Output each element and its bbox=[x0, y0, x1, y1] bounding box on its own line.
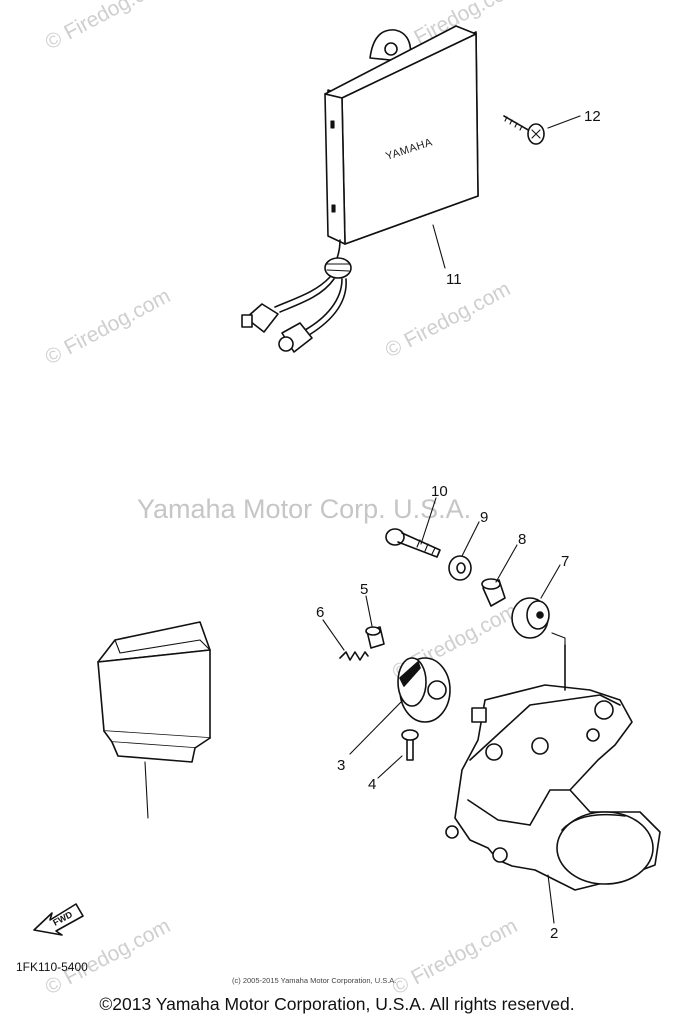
screw-12 bbox=[503, 115, 545, 145]
label-part-10: 10 bbox=[431, 483, 448, 500]
washer-9 bbox=[448, 555, 472, 581]
pin-5 bbox=[365, 626, 385, 649]
watermark-firedog: © Firedog.com bbox=[42, 284, 175, 369]
part-labels: 11 12 10 9 8 7 5 6 3 4 2 bbox=[316, 108, 601, 942]
label-part-3: 3 bbox=[337, 757, 345, 774]
part-code: 1FK110-5400 bbox=[16, 960, 88, 974]
label-part-2: 2 bbox=[550, 925, 558, 942]
rotor-3 bbox=[397, 657, 451, 723]
pickup-housing-2 bbox=[445, 632, 661, 891]
spring-6 bbox=[339, 651, 369, 661]
label-part-7: 7 bbox=[561, 553, 569, 570]
label-part-11: 11 bbox=[446, 271, 462, 288]
screw-4 bbox=[401, 729, 419, 761]
footer-copyright: ©2013 Yamaha Motor Corporation, U.S.A. A… bbox=[99, 994, 575, 1014]
watermark-firedog: © Firedog.com bbox=[42, 0, 175, 54]
small-copyright: (c) 2005-2015 Yamaha Motor Corporation, … bbox=[232, 976, 396, 985]
bolt-10 bbox=[385, 528, 441, 558]
collar-8 bbox=[481, 578, 506, 607]
watermark-firedog: © Firedog.com bbox=[382, 277, 515, 362]
label-part-8: 8 bbox=[518, 531, 526, 548]
grommet-7 bbox=[511, 597, 550, 639]
leader-lines bbox=[144, 115, 581, 924]
label-part-9: 9 bbox=[480, 509, 488, 526]
label-part-6: 6 bbox=[316, 604, 324, 621]
fwd-arrow: FWD bbox=[33, 903, 84, 936]
relay-block bbox=[97, 621, 211, 763]
watermark-firedog: © Firedog.com bbox=[389, 914, 522, 999]
label-part-4: 4 bbox=[368, 776, 376, 793]
control-unit-11: YAMAHA bbox=[241, 25, 479, 353]
label-part-5: 5 bbox=[360, 581, 368, 598]
watermark-yamaha: Yamaha Motor Corp. U.S.A. bbox=[137, 494, 471, 524]
label-part-12: 12 bbox=[584, 108, 601, 125]
